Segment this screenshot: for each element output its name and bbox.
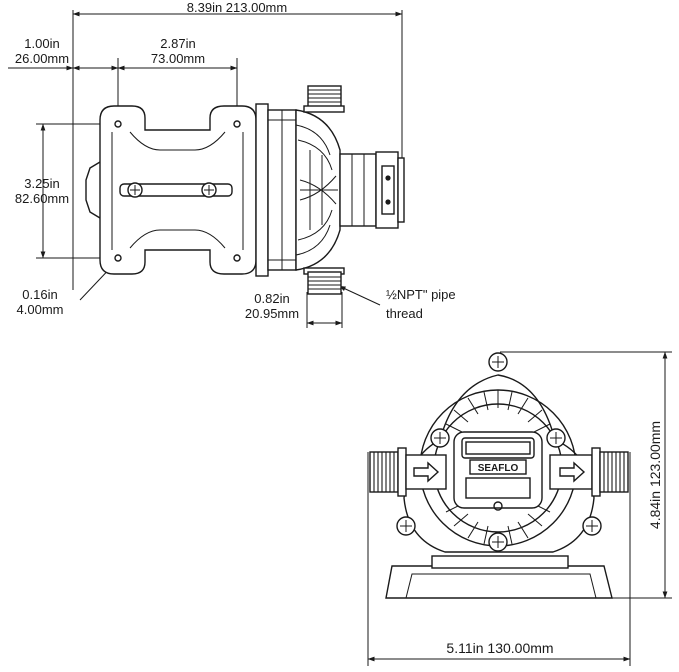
pressure-switch-side	[339, 151, 405, 229]
brand-label: SEAFLO	[478, 463, 519, 474]
height-dimension: 4.84in 123.00mm	[500, 351, 672, 599]
mount-spacing-mm-label: 73.00mm	[151, 51, 205, 66]
width-label: 5.11in 130.00mm	[446, 640, 553, 656]
overall-length-dimension: 8.39in 213.00mm	[72, 0, 403, 290]
housing-screw-lower-right	[582, 516, 602, 536]
housing-screw-upper-right	[546, 428, 566, 448]
port-length-dimension: 0.82in 20.95mm	[245, 291, 343, 328]
mount-screw-right	[201, 182, 217, 198]
mount-spacing-dimension: 1.00in 26.00mm 2.87in 73.00mm	[8, 36, 238, 125]
port-length-in-label: 0.82in	[254, 291, 289, 306]
housing-screw-upper-left	[430, 428, 450, 448]
inlet-port-front	[369, 447, 447, 497]
mounting-plate	[85, 105, 257, 275]
mount-offset-in-label: 1.00in	[24, 36, 59, 51]
housing-screw-bottom	[488, 532, 508, 552]
outlet-port-bottom	[303, 267, 345, 295]
width-dimension: 5.11in 130.00mm	[367, 452, 631, 666]
hole-diameter-in-label: 0.16in	[22, 287, 57, 302]
housing-screw-lower-left	[396, 516, 416, 536]
port-length-mm-label: 20.95mm	[245, 306, 299, 321]
inlet-port-top	[303, 85, 345, 113]
hole-diameter-callout: 0.16in 4.00mm	[17, 261, 117, 317]
front-view: 4.84in 123.00mm 5.11in 130.00mm	[367, 351, 672, 666]
thread-label-line2: thread	[386, 306, 423, 321]
mount-screw-left	[127, 182, 143, 198]
housing-screw-top	[488, 352, 508, 372]
height-label: 4.84in 123.00mm	[647, 421, 663, 529]
thread-callout: ½NPT" pipe thread	[338, 285, 456, 321]
pump-housing: SEAFLO	[403, 374, 595, 553]
outlet-port-front	[549, 447, 629, 497]
top-view: 8.39in 213.00mm 1.00in 26.00mm 2.87in 73…	[8, 0, 456, 328]
mount-offset-mm-label: 26.00mm	[15, 51, 69, 66]
thread-label-line1: ½NPT" pipe	[386, 287, 456, 302]
mount-width-in-label: 3.25in	[24, 176, 59, 191]
mount-spacing-in-label: 2.87in	[160, 36, 195, 51]
pump-head-side	[255, 103, 341, 277]
hole-diameter-mm-label: 4.00mm	[17, 302, 64, 317]
overall-length-label: 8.39in 213.00mm	[187, 0, 287, 15]
mount-width-mm-label: 82.60mm	[15, 191, 69, 206]
pump-base	[385, 555, 613, 599]
